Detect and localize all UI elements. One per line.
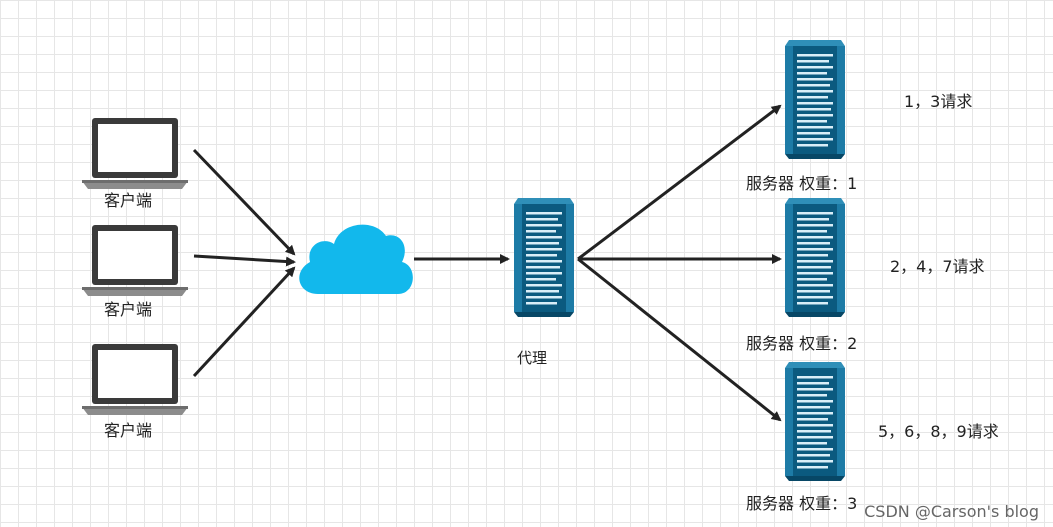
watermark: CSDN @Carson's blog xyxy=(864,502,1039,521)
cloud-icon xyxy=(299,224,413,294)
server-icon xyxy=(785,362,845,481)
arrow-proxy-to-server3 xyxy=(577,257,782,422)
server-weight-label: 服务器 权重：1 xyxy=(746,174,858,193)
client-laptop-icon xyxy=(82,118,188,189)
client-laptop-icon xyxy=(82,344,188,415)
proxy-server-icon xyxy=(514,198,574,317)
proxy-label: 代理 xyxy=(517,349,548,367)
server-requests-label: 1，3请求 xyxy=(904,92,973,111)
server-icon xyxy=(785,40,845,159)
server-weight-label: 服务器 权重：3 xyxy=(746,494,858,513)
client-label: 客户端 xyxy=(104,300,153,319)
arrow-proxy-to-server1 xyxy=(577,104,782,261)
server-requests-label: 5，6，8，9请求 xyxy=(878,422,999,441)
arrow-client1-to-cloud xyxy=(192,148,296,256)
arrow-client3-to-cloud xyxy=(192,266,296,378)
client-label: 客户端 xyxy=(104,191,153,210)
server-weight-label: 服务器 权重：2 xyxy=(746,334,858,353)
server-icon xyxy=(785,198,845,317)
arrow-client2-to-cloud xyxy=(193,254,296,267)
client-laptop-icon xyxy=(82,225,188,296)
server-requests-label: 2，4，7请求 xyxy=(890,257,985,276)
client-label: 客户端 xyxy=(104,421,153,440)
